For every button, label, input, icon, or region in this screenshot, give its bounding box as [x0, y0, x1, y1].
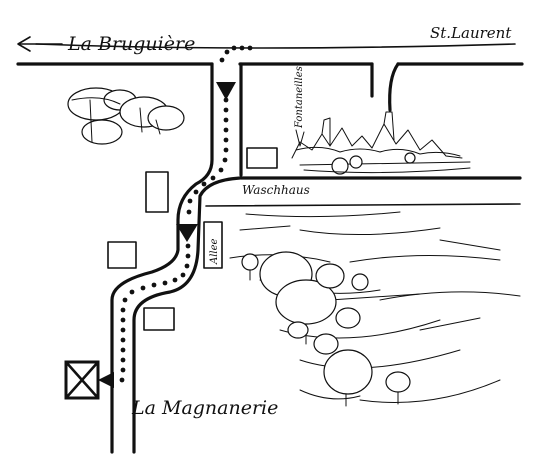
left-trees-sketch: [67, 87, 185, 145]
label-la-bruguiere: La Bruguière: [67, 33, 195, 55]
arrow-down-icon: [216, 82, 236, 100]
lane-sign: Allee: [203, 221, 223, 269]
route-road: [110, 62, 242, 454]
village-streets: [239, 62, 522, 180]
left-buildings: [107, 171, 175, 331]
arrow-left-icon: [17, 36, 63, 52]
field-trees: [241, 251, 411, 407]
label-waschhaus: Waschhaus: [242, 183, 310, 197]
lane-sign-label: Allee: [209, 238, 220, 265]
label-la-magnanerie: La Magnanerie: [131, 397, 278, 419]
arrow-down-icon: [176, 224, 198, 242]
label-st-laurent: St.Laurent: [430, 24, 512, 42]
route-dots: [119, 45, 253, 383]
field-hatching: [205, 203, 521, 403]
crossed-box-icon: [64, 360, 114, 400]
street-label-fontaneilles: Fontaneilles: [294, 66, 305, 147]
village-houses-sketch: [291, 111, 471, 175]
street-name-label: Fontaneilles: [294, 66, 305, 129]
main-road: [16, 43, 524, 66]
